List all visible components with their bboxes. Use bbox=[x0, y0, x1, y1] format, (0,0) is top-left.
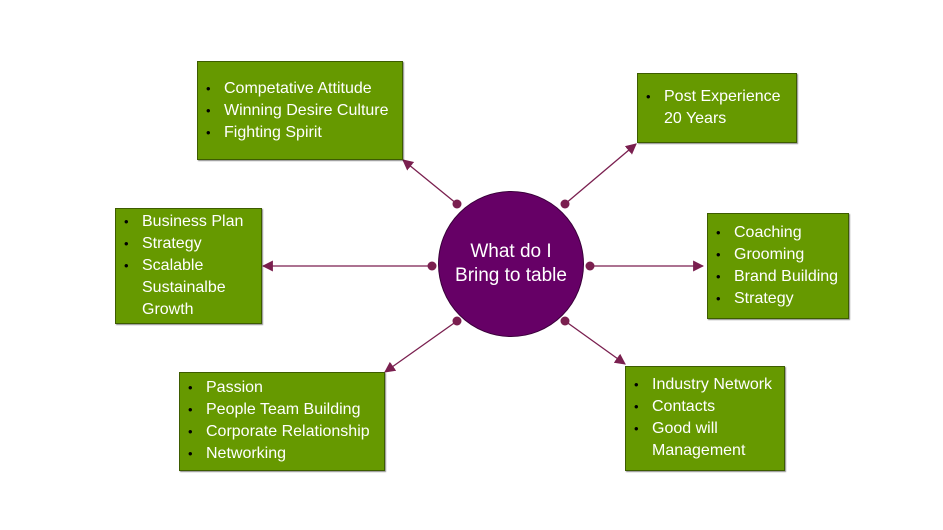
attitude-item: Fighting Spirit bbox=[198, 122, 402, 144]
network-box: Industry Network Contacts Good will Mana… bbox=[625, 366, 785, 471]
network-item: Good will bbox=[626, 418, 784, 440]
central-topic-line-1: What do I bbox=[470, 241, 552, 262]
connector-coaching-anchor-dot bbox=[585, 261, 595, 271]
coaching-item: Coaching bbox=[708, 222, 848, 244]
passion-item: Corporate Relationship bbox=[180, 421, 384, 443]
attitude-item: Winning Desire Culture bbox=[198, 100, 402, 122]
connector-network-anchor-dot bbox=[560, 316, 570, 326]
business-plan-box: Business Plan Strategy Scalable Sustaina… bbox=[115, 208, 262, 324]
connector-experience-anchor-dot bbox=[560, 199, 570, 209]
experience-item: Post Experience bbox=[638, 86, 796, 108]
business-item-continued: Sustainalbe bbox=[142, 279, 226, 296]
network-item: Industry Network bbox=[626, 374, 784, 396]
business-item: Strategy bbox=[116, 233, 261, 255]
coaching-item: Brand Building bbox=[708, 266, 848, 288]
passion-item: People Team Building bbox=[180, 399, 384, 421]
connector-attitude bbox=[402, 159, 458, 205]
passion-item: Passion bbox=[180, 377, 384, 399]
business-item-continued: Growth bbox=[142, 301, 194, 318]
connector-experience bbox=[564, 143, 637, 205]
business-item: Scalable bbox=[116, 255, 261, 277]
coaching-item: Strategy bbox=[708, 288, 848, 310]
business-item: Business Plan bbox=[116, 211, 261, 233]
connector-network bbox=[564, 320, 626, 365]
experience-item-continued: 20 Years bbox=[664, 110, 727, 127]
central-topic-circle: What do I Bring to table bbox=[438, 191, 584, 337]
connector-passion-anchor-dot bbox=[452, 316, 462, 326]
coaching-box: Coaching Grooming Brand Building Strateg… bbox=[707, 213, 849, 319]
attitude-item: Competative Attitude bbox=[198, 78, 402, 100]
coaching-item: Grooming bbox=[708, 244, 848, 266]
connector-attitude-anchor-dot bbox=[452, 199, 462, 209]
passion-item: Networking bbox=[180, 443, 384, 465]
connector-passion bbox=[384, 320, 458, 373]
network-item-continued: Management bbox=[652, 442, 746, 459]
attitude-box: Competative Attitude Winning Desire Cult… bbox=[197, 61, 403, 160]
passion-box: Passion People Team Building Corporate R… bbox=[179, 372, 385, 471]
experience-box: Post Experience 20 Years bbox=[637, 73, 797, 143]
network-item: Contacts bbox=[626, 396, 784, 418]
connector-business-anchor-dot bbox=[427, 261, 437, 271]
central-topic-line-2: Bring to table bbox=[455, 265, 567, 286]
